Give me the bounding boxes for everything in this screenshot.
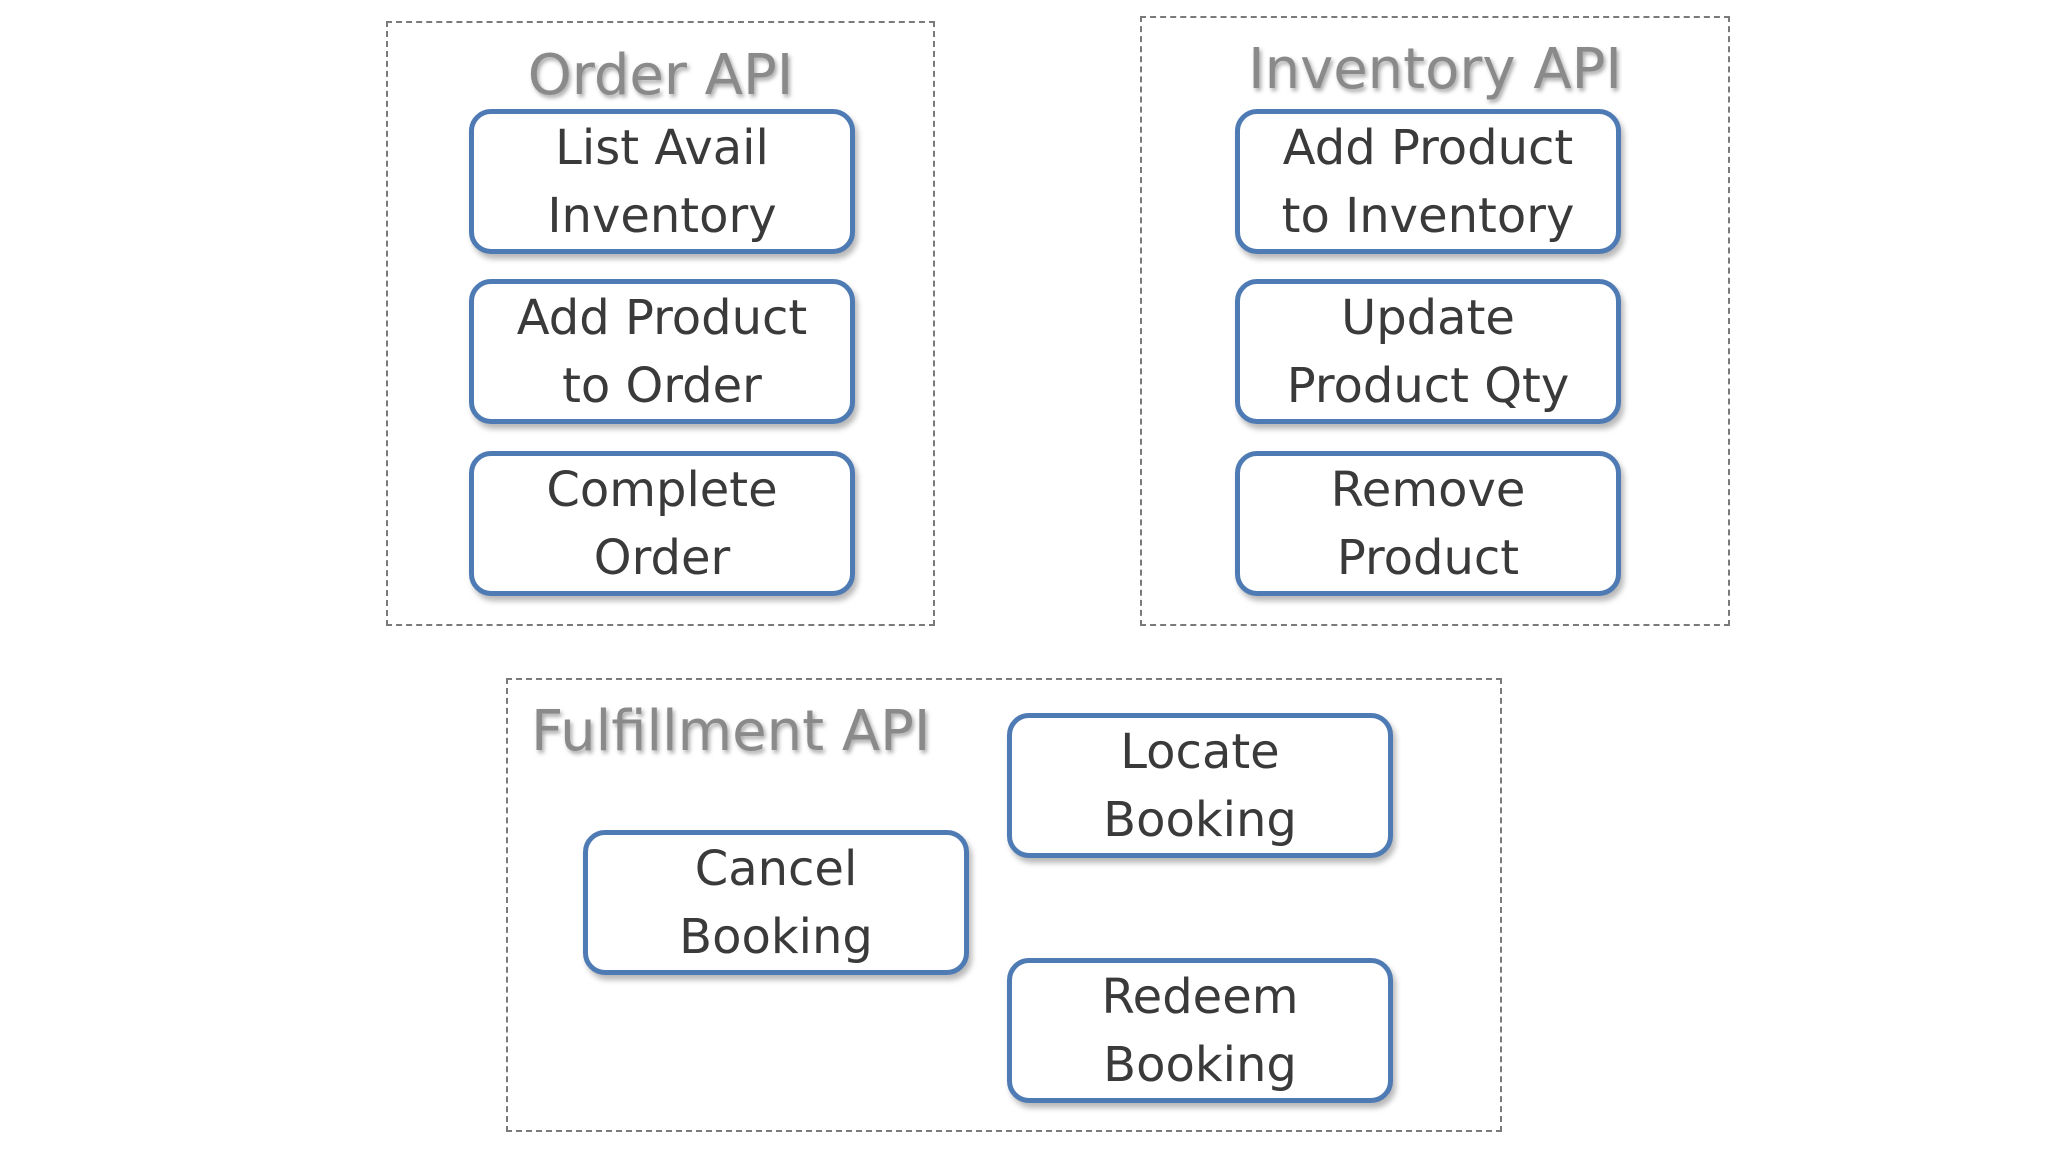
order-api-title: Order API [527,43,794,108]
box-label-line2: to Order [562,357,762,414]
locate-booking-box: Locate Booking [1007,713,1393,858]
remove-product-box: Remove Product [1235,451,1621,596]
box-label-line1: Cancel [694,840,858,897]
box-label-line2: to Inventory [1281,187,1575,244]
box-label-line2: Product [1336,529,1520,586]
list-avail-inventory-box: List Avail Inventory [469,109,855,254]
box-label-line1: Add Product [516,289,808,346]
inventory-api-title: Inventory API [1248,37,1622,102]
box-label-line1: Locate [1120,723,1280,780]
add-product-to-inventory-box: Add Product to Inventory [1235,109,1621,254]
add-product-to-order-box: Add Product to Order [469,279,855,424]
box-label-line1: Remove [1330,461,1526,518]
box-label-line2: Booking [1103,791,1297,848]
complete-order-box: Complete Order [469,451,855,596]
box-label-line1: Complete [546,461,778,518]
box-label-line1: List Avail [555,119,769,176]
box-label-line2: Booking [1103,1036,1297,1093]
update-product-qty-box: Update Product Qty [1235,279,1621,424]
cancel-booking-box: Cancel Booking [583,830,969,975]
redeem-booking-box: Redeem Booking [1007,958,1393,1103]
box-label-line2: Order [593,529,731,586]
fulfillment-api-title: Fulfillment API [531,699,931,764]
box-label-line2: Inventory [547,187,777,244]
box-label-line2: Product Qty [1286,357,1570,414]
box-label-line1: Update [1341,289,1515,346]
box-label-line1: Add Product [1282,119,1574,176]
box-label-line1: Redeem [1101,968,1299,1025]
box-label-line2: Booking [679,908,873,965]
